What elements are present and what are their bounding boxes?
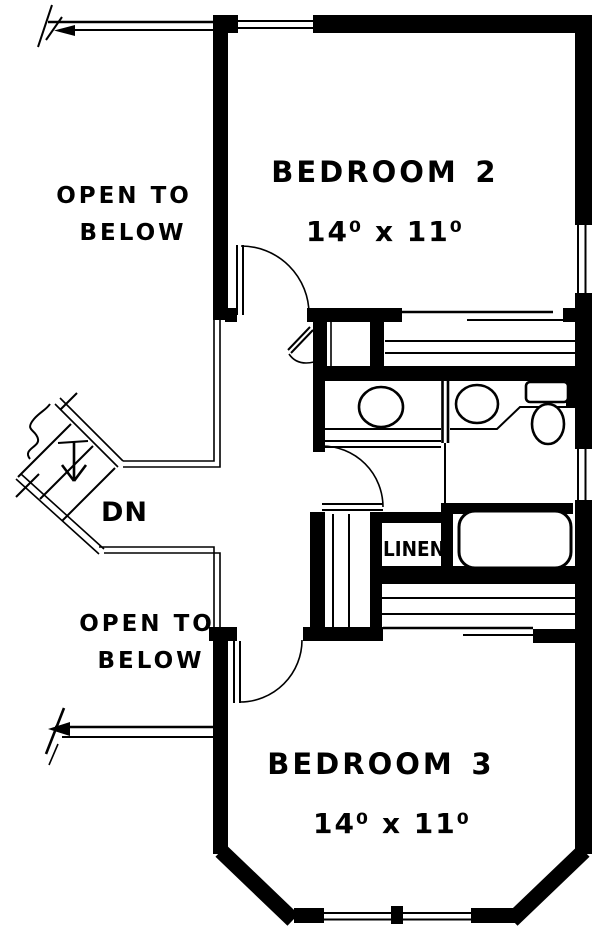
tubroom-west-wall [441,503,453,573]
open-below-edge-arrow [48,722,70,736]
open-to-below-lower-line1: OPEN TO [79,611,215,637]
closet-bedroom-3 [382,597,577,636]
bedroom2-south-stub-right [563,308,592,322]
linen-label: LINEN [383,537,445,561]
bath-corner-door-leaf [287,326,314,354]
staircase [17,392,116,522]
bedroom2-door-swing-arc [240,245,310,315]
bath-west-wall [313,381,325,452]
bedroom2-door-leaf [236,245,244,315]
tubroom-north-wall [450,503,573,514]
bedroom3-north-stub-left [209,627,237,641]
toilet-bowl-icon [530,402,566,446]
wall-left-lower [213,628,228,854]
closet2-left-wall [370,320,384,370]
labels: BEDROOM 2 14⁰ x 11⁰ OPEN TO BELOW DN LIN… [56,155,498,840]
bedroom3-number: 3 [471,747,494,781]
bedroom3-dimensions: 14⁰ x 11⁰ [313,807,471,840]
stair-down-arrow [60,441,88,482]
bay-window-right [403,912,471,921]
stair-tread [61,467,116,522]
railing-top-arrow [54,25,75,36]
bath-north-wall [313,366,592,381]
open-to-below-upper-line2: BELOW [80,220,187,246]
bedroom2-south-wall [307,308,402,322]
mid-south-wall [377,566,592,584]
open-below-break-tick [44,707,66,755]
exterior-walls [213,15,592,926]
bathtub-icon [457,509,573,570]
wall-right-upper [575,15,592,225]
toilet-tank-icon [524,380,570,404]
closet-bedroom-2 [385,310,577,354]
sink-right-icon [454,383,500,425]
vanity-partition [441,381,450,443]
bedroom2-dimensions: 14⁰ x 11⁰ [306,215,464,248]
bath-main-door-leaf [322,503,383,511]
chase-inner-lines [332,514,350,630]
toilet-alcove-stub [566,378,575,408]
bedroom2-number: 2 [475,155,498,189]
stair-arrow-crossbar [57,440,89,444]
open-to-below-upper-line1: OPEN TO [56,183,192,209]
linen-north-wall [378,512,450,523]
open-to-below-lower-line2: BELOW [98,648,205,674]
chase-left-wall [310,512,325,633]
bath-corner-door-swing-arc [288,353,315,364]
stair-lower-break-tick [15,473,40,498]
railing-top-break-tick [37,4,63,48]
bedroom2-label: BEDROOM [271,155,458,189]
wall-left-upper [213,15,228,320]
wall-right-lower [575,500,592,854]
bathroom-fixtures [313,380,573,570]
stair-break-line [27,403,51,460]
bedroom3-label: BEDROOM [267,747,454,781]
bay-wall-left-diagonal [215,845,299,926]
hall-corner-wall [313,316,327,370]
stair-lower-rail [15,473,105,555]
bedroom2-south-stub-left [225,308,237,322]
railings [15,4,221,766]
bay-wall-bottom-right [471,908,520,923]
bath-main-door-swing-arc [321,445,384,508]
open-below-break-tick2 [48,743,59,766]
closet2-rod-shelf-lines [385,340,575,354]
bay-window-left [322,912,391,921]
stair-direction-label: DN [101,497,148,528]
doors [233,245,384,703]
stair-upper-rail [54,397,124,468]
window-right-lower [577,449,587,500]
stair-tread [17,423,72,478]
interior-walls [209,308,592,643]
stair-tread-above-break [59,392,78,411]
bay-wall-right-diagonal [506,845,590,926]
closet3-rod-shelf-lines [382,597,575,615]
bedroom3-door-leaf [233,641,241,703]
railing-hall-upper [123,320,221,468]
bay-wall-bottom-left [294,908,324,923]
sink-left-icon [357,385,405,429]
window-right-upper [577,225,587,293]
wall-top [313,15,592,33]
windows [238,20,587,921]
chase-right-wall [370,512,382,633]
window-top [238,20,313,29]
bedroom3-door-swing-arc [239,639,303,703]
bedroom3-north-wall-left [303,627,383,641]
railing-hall-lower [99,546,221,630]
bay-window-mullion [391,906,403,924]
